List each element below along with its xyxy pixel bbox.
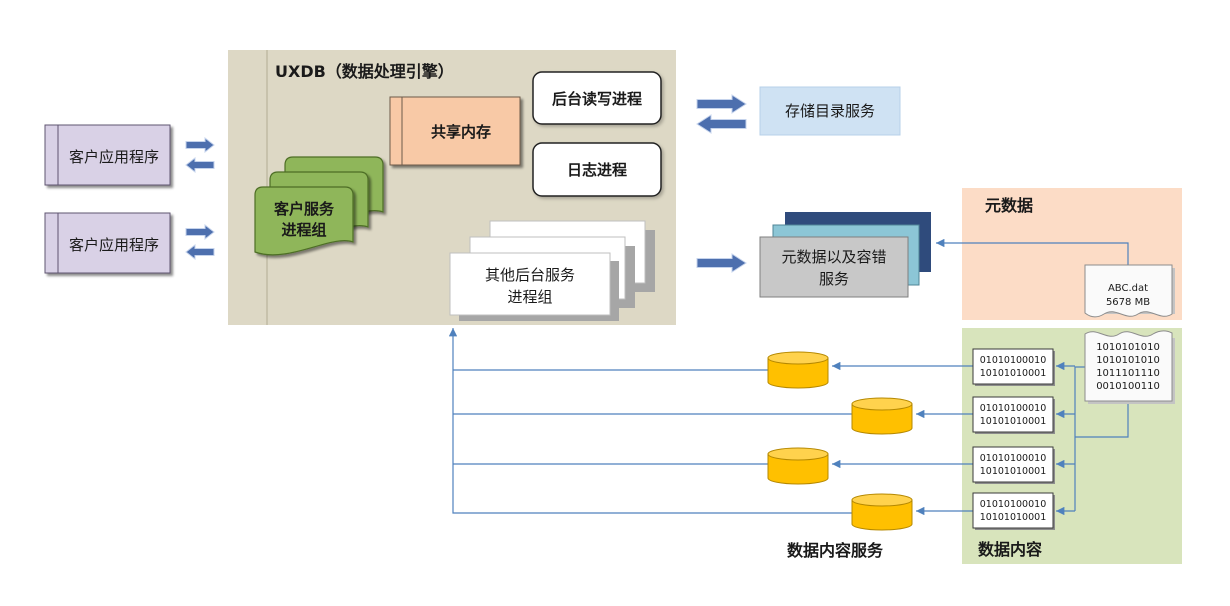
data-block-box (972, 348, 1054, 385)
data-block-box (972, 492, 1054, 529)
cylinder-top (851, 397, 913, 411)
response-arrow-left (185, 156, 215, 174)
storage-catalog-service: 存储目录服务 (759, 86, 901, 136)
request-arrow-right (185, 136, 215, 154)
file-bits-line: 1010101010 (1096, 355, 1160, 366)
metadata-region-title: 元数据 (985, 196, 1033, 215)
file-document-bottom-piece (1084, 330, 1173, 402)
storage-catalog-box (759, 86, 901, 136)
data-block-line: 10101010001 (980, 416, 1047, 427)
data-block-line: 01010100010 (980, 453, 1047, 464)
cylinder-top (767, 447, 829, 461)
client-service-label-line1: 客户服务 (273, 200, 335, 218)
storage-to-engine-connector (448, 328, 852, 514)
data-block-line: 10101010001 (980, 466, 1047, 477)
file-document: ABC.dat 5678 MB 1010101010 1010101010 10… (1084, 264, 1175, 404)
log-process: 日志进程 (532, 142, 662, 197)
cylinder-body (767, 453, 829, 485)
file-size: 5678 MB (1106, 297, 1150, 308)
metadata-service-label-line2: 服务 (819, 270, 849, 288)
other-service-sheet-front (449, 252, 611, 316)
data-block-line: 01010100010 (980, 403, 1047, 414)
cylinder-top (767, 351, 829, 365)
cylinder-body (851, 403, 913, 435)
client-app-box (44, 212, 171, 274)
storage-catalog-label: 存储目录服务 (785, 102, 875, 120)
storage-arrow-right (696, 94, 747, 114)
file-bits-line: 1011101110 (1096, 368, 1160, 379)
storage-cylinder-4 (851, 493, 913, 531)
data-block-3: 01010100010 10101010001 (972, 446, 1055, 484)
data-block-1: 01010100010 10101010001 (972, 348, 1055, 386)
other-service-group: 其他后台服务 进程组 (449, 220, 655, 321)
data-block-line: 10101010001 (980, 368, 1047, 379)
storage-cylinder-1 (767, 351, 829, 389)
file-to-metadata-connector (936, 238, 1129, 265)
file-name: ABC.dat (1108, 283, 1148, 294)
data-block-line: 01010100010 (980, 499, 1047, 510)
file-bits-line: 0010100110 (1096, 381, 1160, 392)
storage-cylinder-3 (767, 447, 829, 485)
data-content-region-title: 数据内容 (978, 540, 1042, 559)
client-service-sheet-front (254, 186, 354, 256)
cylinder-body (767, 357, 829, 389)
background-rw-process: 后台读写进程 (532, 71, 662, 125)
client-app-label: 客户应用程序 (69, 236, 159, 254)
log-process-label: 日志进程 (567, 161, 627, 179)
background-rw-box (532, 71, 662, 125)
data-block-line: 01010100010 (980, 355, 1047, 366)
log-process-box (532, 142, 662, 197)
background-rw-label: 后台读写进程 (552, 90, 642, 108)
cylinder-top (851, 493, 913, 507)
cylinder-body (851, 499, 913, 531)
data-content-service-label: 数据内容服务 (787, 541, 884, 560)
storage-arrow-left (696, 114, 747, 134)
storage-cylinder-2 (851, 397, 913, 435)
other-service-label-line1: 其他后台服务 (485, 266, 575, 284)
client-app-box (44, 124, 171, 186)
client-service-label-line2: 进程组 (281, 221, 326, 239)
data-block-4: 01010100010 10101010001 (972, 492, 1055, 530)
metadata-service-label-line1: 元数据以及容错 (781, 248, 886, 266)
engine-title: UXDB（数据处理引擎） (275, 62, 454, 81)
metadata-arrow-right (696, 253, 747, 273)
client-app-1: 客户应用程序 (44, 124, 171, 186)
shared-memory-label: 共享内存 (431, 123, 491, 141)
metadata-service-sheet-front (759, 236, 909, 298)
shared-memory: 共享内存 (389, 96, 521, 166)
client-app-2: 客户应用程序 (44, 212, 171, 274)
client-app-label: 客户应用程序 (69, 148, 159, 166)
request-arrow-right (185, 223, 215, 241)
data-block-2: 01010100010 10101010001 (972, 396, 1055, 434)
shared-memory-box (389, 96, 521, 166)
file-to-blocks-connector (1074, 366, 1085, 511)
data-block-box (972, 446, 1054, 483)
file-document-top-piece (1084, 264, 1173, 318)
client-service-group: 客户服务 进程组 (254, 156, 384, 256)
metadata-service: 元数据以及容错 服务 (759, 212, 931, 298)
data-block-line: 10101010001 (980, 512, 1047, 523)
other-service-label-line2: 进程组 (507, 288, 552, 306)
data-block-box (972, 396, 1054, 433)
response-arrow-left (185, 243, 215, 261)
file-to-blocks-connector (1075, 401, 1129, 438)
file-bits-line: 1010101010 (1096, 342, 1160, 353)
